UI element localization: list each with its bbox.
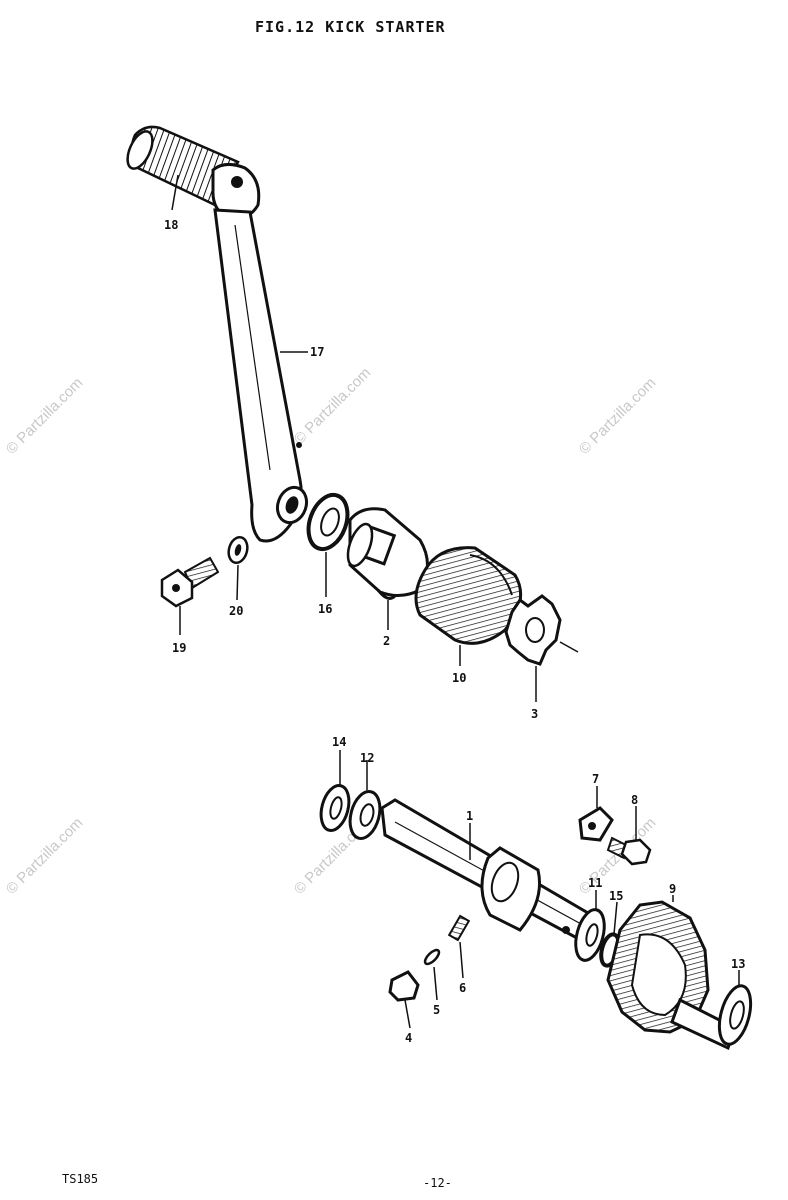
part-9-kick-gear [606,900,737,1051]
part-4-ratchet [388,970,420,1002]
callout-8: 8 [631,793,638,807]
part-7-guide-plate [578,806,614,842]
figure-title: FIG.12 KICK STARTER [255,18,446,36]
part-14-washer [319,784,351,832]
part-17-kick-lever [213,208,309,543]
part-10-spring [414,546,523,645]
callout-20: 20 [229,604,243,618]
callout-13: 13 [731,957,745,971]
part-1-kick-starter-shaft [380,798,602,948]
callout-11: 11 [588,876,602,890]
part-12-washer [348,790,382,840]
callout-5: 5 [433,1003,440,1017]
part-20-washer [227,535,249,565]
callout-19: 19 [172,641,186,655]
callout-14: 14 [332,735,346,749]
watermark-1: © Partzilla.com [3,374,86,457]
page-number: -12- [423,1176,452,1190]
watermark-2: © Partzilla.com [291,364,374,447]
callout-6: 6 [459,981,466,995]
callout-17: 17 [310,345,324,359]
leader-lines [171,174,740,1029]
part-11-washer [574,908,606,962]
callout-9: 9 [669,882,676,896]
model-code: TS185 [62,1172,99,1186]
callout-16: 16 [318,602,332,616]
callout-10: 10 [452,671,466,685]
watermark-3: © Partzilla.com [576,374,659,457]
callout-12: 12 [360,751,374,765]
part-16-oil-seal [306,492,350,552]
part-8-bolt [606,836,652,866]
part-6-spring [447,914,471,942]
part-3-stopper-plate [504,594,579,666]
callout-2: 2 [383,634,390,648]
callout-3: 3 [531,707,538,721]
callout-4: 4 [405,1031,412,1045]
part-2-guide [346,507,429,600]
callout-1: 1 [466,809,473,823]
callout-7: 7 [592,772,599,786]
part-18-kick-grip [126,125,261,221]
part-19-bolt [160,556,220,608]
watermark-4: © Partzilla.com [3,814,86,897]
part-5-pin [423,948,441,966]
part-13-washer [717,984,753,1046]
callout-15: 15 [609,889,623,903]
callout-18: 18 [164,218,178,232]
callout-labels: 18 17 19 20 16 2 10 3 14 12 1 7 8 9 11 1… [164,218,745,1045]
